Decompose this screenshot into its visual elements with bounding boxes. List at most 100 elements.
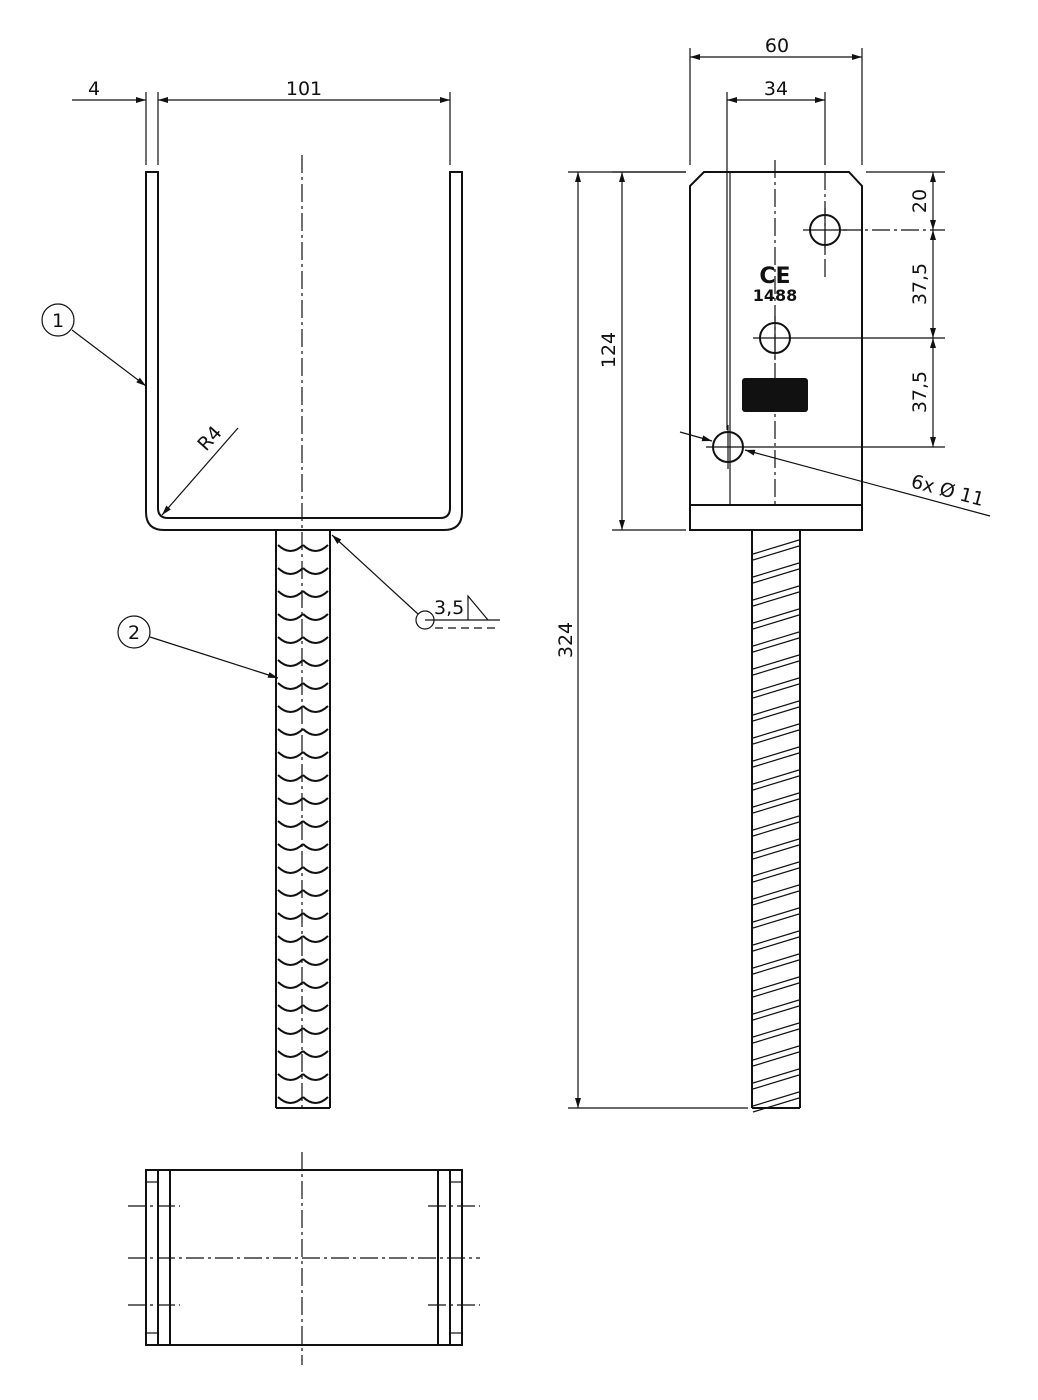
rebar-rib	[752, 562, 800, 584]
rebar-rib	[302, 1027, 329, 1035]
rebar-rib	[277, 751, 304, 759]
rebar-rib	[752, 1091, 800, 1113]
rebar-rib	[302, 1096, 329, 1104]
dimension-hole-spacing-horizontal: 34	[726, 78, 826, 430]
rebar-front	[275, 530, 331, 1109]
hole-icon	[753, 316, 797, 360]
rebar-rib	[302, 774, 329, 782]
rebar-rib	[277, 659, 304, 667]
dimension-plate-width: 60	[689, 35, 863, 165]
rebar-rib	[277, 682, 304, 690]
rebar-rib	[277, 958, 304, 966]
dim-text: R4	[193, 422, 226, 456]
rebar-rib	[752, 585, 800, 607]
rebar-rib	[302, 659, 329, 667]
rebar-rib	[302, 843, 329, 851]
svg-text:37,5: 37,5	[909, 371, 931, 413]
rebar-rib	[752, 999, 800, 1021]
dimension-flange-thickness: 4	[72, 78, 159, 165]
rebar-rib	[277, 705, 304, 713]
rebar-rib	[752, 976, 800, 998]
manufacturer-logo	[742, 378, 808, 412]
u-bracket-outline	[145, 171, 463, 531]
rebar-rib	[752, 861, 800, 883]
rebar-rib	[302, 1050, 329, 1058]
front-view: 4 101 R4 3,5 1 2	[41, 78, 500, 1110]
dimension-plate-height: 124	[598, 171, 686, 531]
rebar-rib	[302, 981, 329, 989]
dim-text: 101	[286, 78, 322, 100]
rebar-rib	[752, 792, 800, 814]
rebar-rib	[277, 912, 304, 920]
rebar-rib	[752, 1068, 800, 1090]
rebar-rib	[752, 746, 800, 768]
rebar-rib	[752, 1022, 800, 1044]
dimension-hole-diameter: 6x Ø 11	[679, 431, 991, 517]
rebar-rib	[302, 613, 329, 621]
rebar-rib	[302, 728, 329, 736]
ce-mark: CE	[759, 264, 790, 289]
rebar-rib	[752, 815, 800, 837]
rebar-rib	[277, 544, 304, 552]
rebar-rib	[302, 912, 329, 920]
rebar-rib	[277, 636, 304, 644]
rebar-rib	[302, 567, 329, 575]
rebar-rib	[302, 820, 329, 828]
notified-body-number: 1488	[753, 286, 798, 305]
hole-icon	[803, 208, 847, 252]
rebar-rib	[752, 1045, 800, 1067]
rebar-rib	[277, 843, 304, 851]
rebar-rib	[752, 838, 800, 860]
rebar-rib	[302, 751, 329, 759]
weld-symbol: 3,5	[331, 534, 500, 630]
rebar-rib	[302, 889, 329, 897]
dimension-bend-radius: R4	[161, 422, 239, 516]
svg-text:20: 20	[909, 189, 931, 213]
top-view	[128, 1152, 480, 1365]
rebar-rib	[752, 608, 800, 630]
rebar-rib	[302, 1073, 329, 1081]
rebar-rib	[277, 1073, 304, 1081]
rebar-rib	[752, 700, 800, 722]
dimension-inner-width: 101	[158, 78, 451, 165]
dimension-hole-positions: 20 37,5 37,5	[750, 171, 945, 448]
rebar-rib	[302, 705, 329, 713]
rebar-rib	[752, 677, 800, 699]
rebar-rib	[277, 774, 304, 782]
svg-text:124: 124	[598, 332, 620, 368]
rebar-rib	[302, 1004, 329, 1012]
rebar-rib	[302, 544, 329, 552]
rebar-rib	[302, 958, 329, 966]
rebar-rib	[302, 590, 329, 598]
dim-text: 4	[88, 78, 100, 100]
rebar-rib	[302, 636, 329, 644]
rebar-rib	[752, 930, 800, 952]
rebar-rib	[277, 820, 304, 828]
rebar-rib	[277, 1004, 304, 1012]
weld-size: 3,5	[434, 597, 464, 619]
rebar-rib	[277, 590, 304, 598]
rebar-rib	[277, 935, 304, 943]
side-view: CE 1488 60 34 124	[555, 35, 991, 1113]
rebar-rib	[752, 654, 800, 676]
rebar-rib	[277, 1096, 304, 1104]
svg-text:60: 60	[765, 35, 789, 57]
rebar-rib	[752, 884, 800, 906]
svg-text:37,5: 37,5	[909, 263, 931, 305]
rebar-rib	[277, 866, 304, 874]
rebar-rib	[277, 981, 304, 989]
rebar-rib	[752, 723, 800, 745]
rebar-rib	[752, 769, 800, 791]
rebar-rib	[752, 953, 800, 975]
hole-icon	[706, 425, 750, 469]
rebar-rib	[752, 907, 800, 929]
rebar-rib	[302, 935, 329, 943]
rebar-rib	[302, 797, 329, 805]
dimension-total-height: 324	[555, 171, 748, 1109]
rebar-rib	[277, 728, 304, 736]
rebar-rib	[752, 631, 800, 653]
svg-text:34: 34	[764, 78, 788, 100]
rebar-rib	[277, 1050, 304, 1058]
plate-outline	[689, 171, 863, 531]
